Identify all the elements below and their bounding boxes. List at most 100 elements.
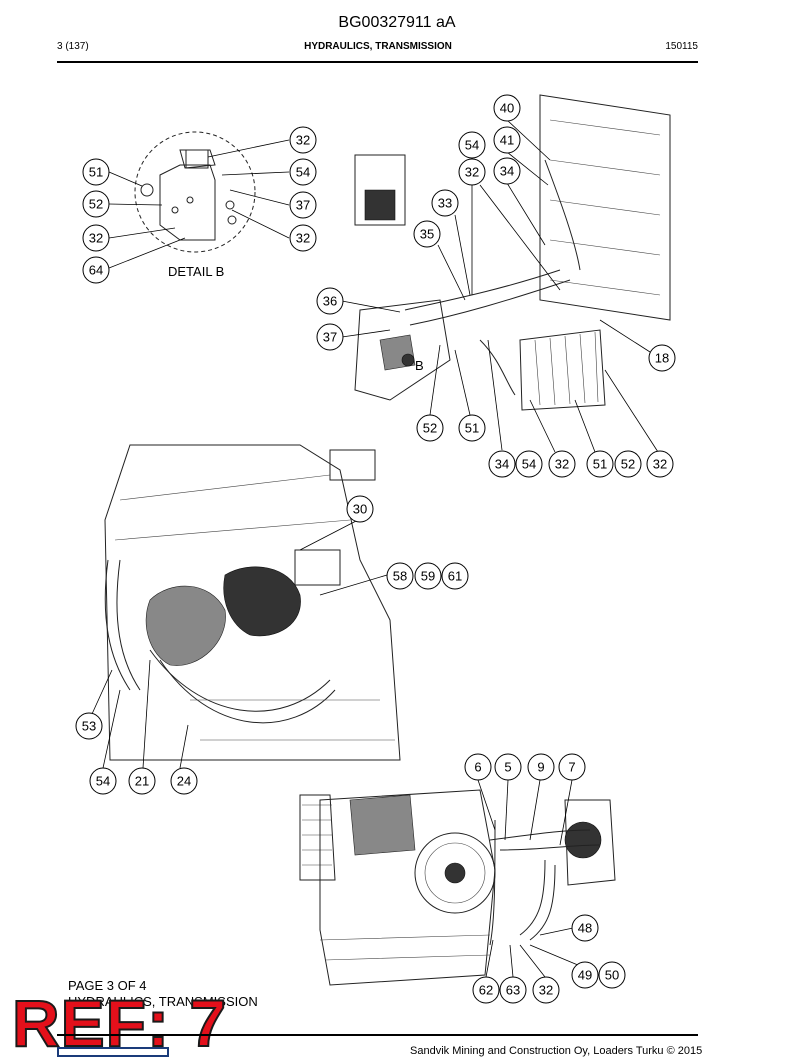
callout-59: 59 bbox=[414, 562, 442, 590]
callout-32: 32 bbox=[646, 450, 674, 478]
svg-text:32: 32 bbox=[296, 133, 310, 148]
callout-35: 35 bbox=[413, 220, 441, 248]
svg-text:52: 52 bbox=[89, 197, 103, 212]
view-bottom-transmission bbox=[299, 789, 616, 986]
callout-52: 52 bbox=[416, 414, 444, 442]
callout-51: 51 bbox=[458, 414, 486, 442]
callout-32: 32 bbox=[289, 224, 317, 252]
svg-text:54: 54 bbox=[96, 774, 110, 789]
svg-text:52: 52 bbox=[621, 457, 635, 472]
svg-text:51: 51 bbox=[465, 421, 479, 436]
detail-b-label: DETAIL B bbox=[168, 264, 224, 279]
svg-text:33: 33 bbox=[438, 196, 452, 211]
svg-text:62: 62 bbox=[479, 983, 493, 998]
svg-text:54: 54 bbox=[522, 457, 536, 472]
svg-text:54: 54 bbox=[465, 138, 479, 153]
callout-32: 32 bbox=[532, 976, 560, 1004]
callout-54: 54 bbox=[458, 131, 486, 159]
callout-18: 18 bbox=[648, 344, 676, 372]
callout-bubbles: 32 54 37 32 51 52 32 64 40 54 41 32 34 33 35 36 37 18 52 51… bbox=[75, 94, 676, 1004]
svg-text:54: 54 bbox=[296, 165, 310, 180]
callout-5: 5 bbox=[494, 753, 522, 781]
svg-text:58: 58 bbox=[393, 569, 407, 584]
svg-text:32: 32 bbox=[89, 231, 103, 246]
view-middle-engine bbox=[104, 444, 401, 761]
svg-text:30: 30 bbox=[353, 502, 367, 517]
svg-text:59: 59 bbox=[421, 569, 435, 584]
callout-32: 32 bbox=[82, 224, 110, 252]
callout-54: 54 bbox=[289, 158, 317, 186]
callout-6: 6 bbox=[464, 753, 492, 781]
company-logo bbox=[57, 1047, 169, 1057]
svg-text:6: 6 bbox=[474, 760, 481, 775]
svg-text:5: 5 bbox=[504, 760, 511, 775]
callout-40: 40 bbox=[493, 94, 521, 122]
svg-text:18: 18 bbox=[655, 351, 669, 366]
svg-text:48: 48 bbox=[578, 921, 592, 936]
svg-text:32: 32 bbox=[653, 457, 667, 472]
svg-text:52: 52 bbox=[423, 421, 437, 436]
callout-61: 61 bbox=[441, 562, 469, 590]
callout-32: 32 bbox=[289, 126, 317, 154]
callout-37: 37 bbox=[316, 323, 344, 351]
page-number: 3 (137) bbox=[57, 41, 89, 52]
svg-text:35: 35 bbox=[420, 227, 434, 242]
svg-text:32: 32 bbox=[296, 231, 310, 246]
callout-54: 54 bbox=[89, 767, 117, 795]
callout-48: 48 bbox=[571, 914, 599, 942]
callout-34: 34 bbox=[493, 157, 521, 185]
copyright: Sandvik Mining and Construction Oy, Load… bbox=[410, 1045, 703, 1057]
callout-30: 30 bbox=[346, 495, 374, 523]
callout-9: 9 bbox=[527, 753, 555, 781]
svg-text:37: 37 bbox=[323, 330, 337, 345]
svg-text:61: 61 bbox=[448, 569, 462, 584]
callout-52: 52 bbox=[614, 450, 642, 478]
callout-33: 33 bbox=[431, 189, 459, 217]
document-id: BG00327911 aA bbox=[338, 14, 456, 31]
date-code: 150115 bbox=[665, 41, 698, 52]
view-bottom-leaders bbox=[477, 779, 586, 978]
svg-text:41: 41 bbox=[500, 133, 514, 148]
callout-58: 58 bbox=[386, 562, 414, 590]
svg-text:36: 36 bbox=[323, 294, 337, 309]
callout-41: 41 bbox=[493, 126, 521, 154]
svg-text:51: 51 bbox=[593, 457, 607, 472]
detail-b-leaders bbox=[108, 139, 290, 269]
detail-b-view bbox=[134, 131, 256, 253]
callout-62: 62 bbox=[472, 976, 500, 1004]
callout-53: 53 bbox=[75, 712, 103, 740]
callout-37: 37 bbox=[289, 191, 317, 219]
svg-text:32: 32 bbox=[555, 457, 569, 472]
callout-54: 54 bbox=[515, 450, 543, 478]
svg-text:53: 53 bbox=[82, 719, 96, 734]
svg-text:49: 49 bbox=[578, 968, 592, 983]
callout-52: 52 bbox=[82, 190, 110, 218]
callout-7: 7 bbox=[558, 753, 586, 781]
view-top-leaders bbox=[341, 119, 659, 453]
svg-text:21: 21 bbox=[135, 774, 149, 789]
section-title: HYDRAULICS, TRANSMISSION bbox=[304, 41, 452, 52]
svg-text:24: 24 bbox=[177, 774, 191, 789]
callout-64: 64 bbox=[82, 256, 110, 284]
callout-32: 32 bbox=[548, 450, 576, 478]
callout-21: 21 bbox=[128, 767, 156, 795]
svg-text:50: 50 bbox=[605, 968, 619, 983]
page-count: PAGE 3 OF 4 bbox=[68, 978, 147, 993]
svg-text:34: 34 bbox=[500, 164, 514, 179]
callout-50: 50 bbox=[598, 961, 626, 989]
svg-text:7: 7 bbox=[568, 760, 575, 775]
detail-b-marker: B bbox=[415, 358, 424, 373]
callout-36: 36 bbox=[316, 287, 344, 315]
svg-text:64: 64 bbox=[89, 263, 103, 278]
callout-63: 63 bbox=[499, 976, 527, 1004]
callout-32: 32 bbox=[458, 158, 486, 186]
svg-text:40: 40 bbox=[500, 101, 514, 116]
callout-24: 24 bbox=[170, 767, 198, 795]
footer-divider bbox=[57, 1034, 698, 1036]
svg-text:37: 37 bbox=[296, 198, 310, 213]
svg-text:63: 63 bbox=[506, 983, 520, 998]
view-middle-leaders bbox=[91, 519, 388, 769]
figure-caption: HYDRAULICS, TRANSMISSION bbox=[68, 994, 258, 1009]
callout-51: 51 bbox=[586, 450, 614, 478]
